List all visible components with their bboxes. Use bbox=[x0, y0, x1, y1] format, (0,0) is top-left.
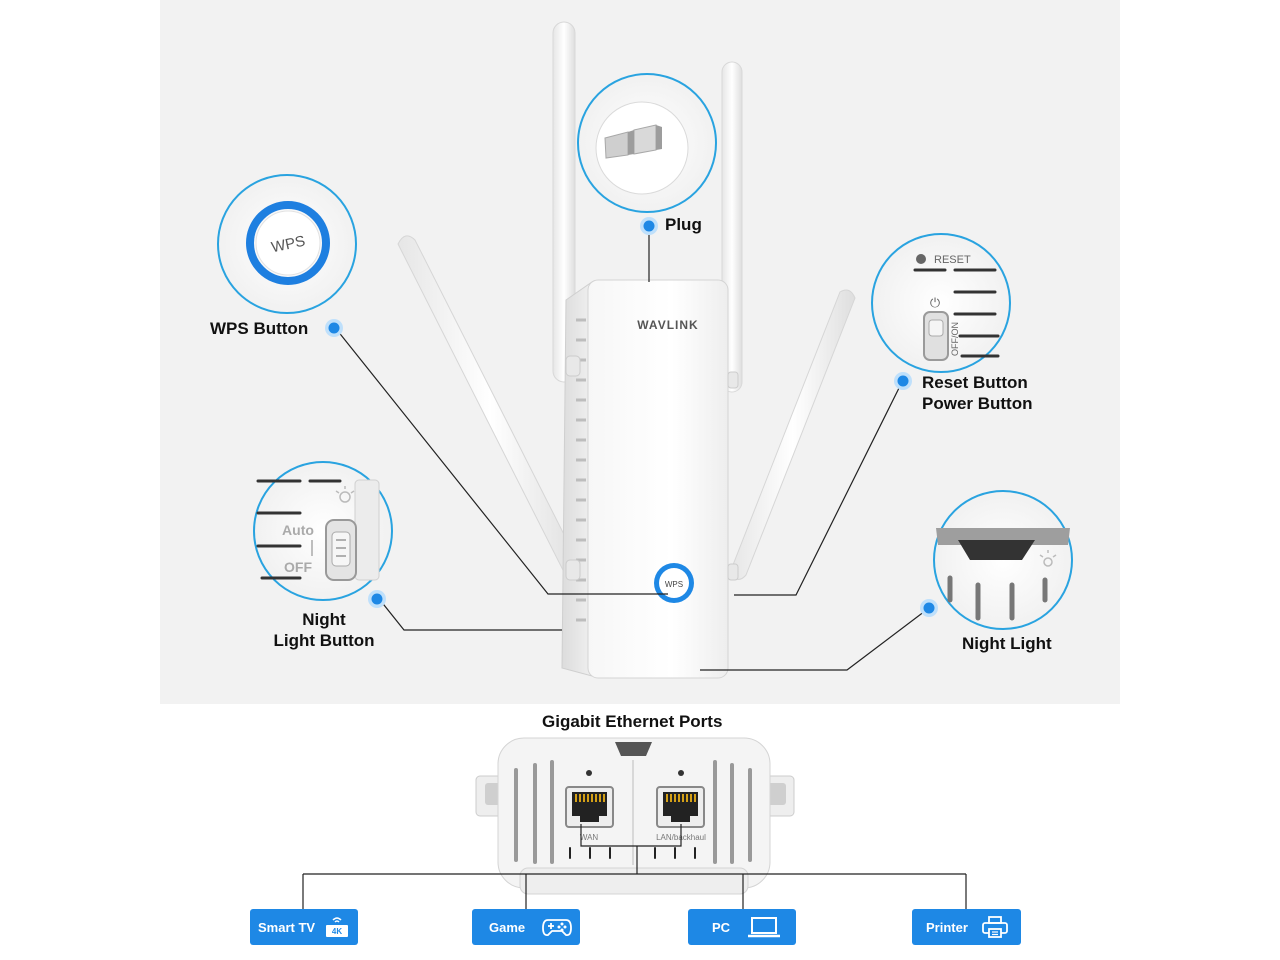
ethernet-ports-title: Gigabit Ethernet Ports bbox=[542, 712, 723, 731]
ethernet-view-unit: WAN LAN/backhaul bbox=[475, 737, 795, 895]
callout-dots bbox=[325, 217, 938, 617]
device-wps-text: WPS bbox=[665, 580, 683, 589]
power-button-label: Power Button bbox=[922, 394, 1033, 413]
night-light-label: Night Light bbox=[962, 634, 1052, 653]
power-symbol-icon: ⏻ bbox=[930, 296, 940, 311]
wps-button-label: WPS Button bbox=[210, 319, 309, 338]
zoom-wps: WPS bbox=[217, 174, 357, 314]
device-chip-smart-tv: Smart TV 4K bbox=[250, 909, 358, 945]
zoom-reset-power: RESET ⏻ OFF/ON bbox=[871, 233, 1011, 373]
antenna-right-outer bbox=[730, 289, 856, 580]
onoff-text: OFF/ON bbox=[950, 322, 960, 356]
zoom-wps-text: WPS bbox=[270, 233, 307, 257]
plug-label: Plug bbox=[665, 215, 702, 234]
antenna-left-inner bbox=[552, 21, 576, 383]
reset-button-label: Reset Button bbox=[922, 373, 1028, 392]
auto-text: Auto bbox=[282, 522, 314, 538]
device-chip-game: Game bbox=[472, 909, 580, 945]
zoom-night-light-button: Auto OFF bbox=[253, 461, 393, 601]
off-text: OFF bbox=[284, 559, 312, 575]
gamepad-icon bbox=[542, 919, 572, 937]
connector-lines bbox=[336, 226, 930, 671]
smart-tv-icon: 4K bbox=[326, 917, 348, 937]
night-light-button-label-line1: Night bbox=[302, 610, 346, 629]
device-chip-pc-label: PC bbox=[712, 919, 731, 935]
printer-icon bbox=[982, 916, 1008, 938]
port-tree-lines bbox=[302, 824, 967, 910]
reset-text: RESET bbox=[934, 254, 971, 266]
wan-text: WAN bbox=[580, 833, 599, 842]
night-light-icon bbox=[1039, 550, 1057, 567]
device-chip-smart-tv-label: Smart TV bbox=[258, 919, 316, 935]
tv-badge-text: 4K bbox=[332, 927, 342, 936]
device-chip-printer-label: Printer bbox=[926, 919, 968, 935]
device-chip-printer: Printer bbox=[912, 909, 1021, 945]
device-wps-button[interactable]: WPS bbox=[654, 563, 694, 603]
zoom-plug bbox=[577, 73, 717, 213]
light-bulb-icon bbox=[335, 486, 355, 503]
extender-body: WAVLINK WPS bbox=[561, 279, 739, 679]
laptop-icon bbox=[748, 917, 780, 938]
brand-logo: WAVLINK bbox=[637, 318, 698, 332]
device-chip-game-label: Game bbox=[489, 919, 526, 935]
wan-port: WAN bbox=[565, 770, 614, 842]
device-chip-pc: PC bbox=[688, 909, 796, 945]
zoom-night-light bbox=[933, 490, 1073, 630]
night-light-button-label-line2: Light Button bbox=[273, 631, 375, 650]
